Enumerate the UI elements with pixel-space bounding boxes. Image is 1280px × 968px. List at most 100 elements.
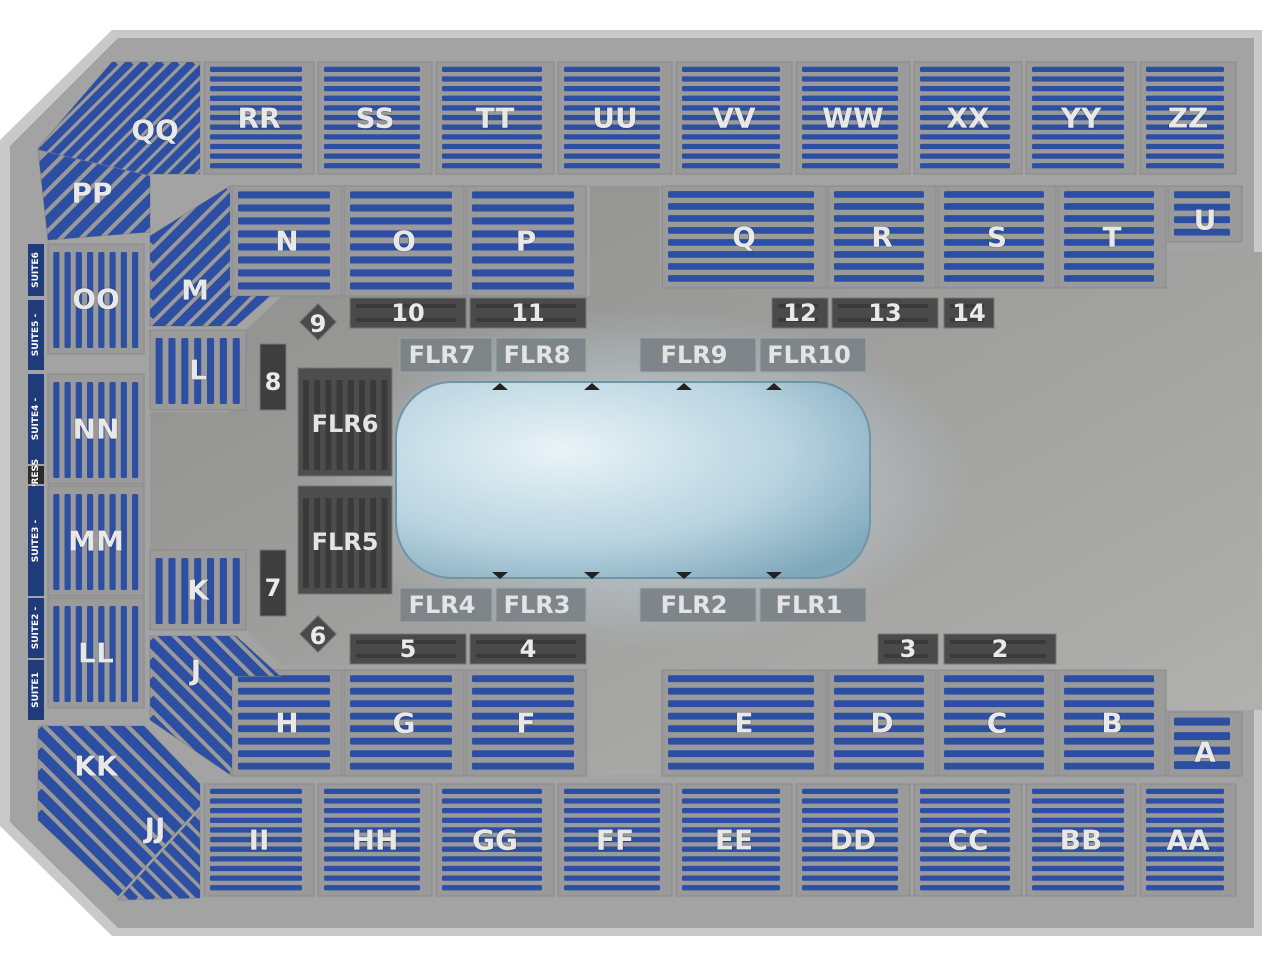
section-s[interactable] [937,185,1057,289]
section-6[interactable] [298,614,338,654]
section-12[interactable] [771,297,829,329]
suite-suite1[interactable] [28,660,44,720]
section-g[interactable] [343,669,465,777]
section-13[interactable] [831,297,939,329]
section-mm[interactable] [47,485,145,597]
suite-suite6[interactable] [28,244,44,296]
section-aa[interactable] [1139,783,1237,897]
section-xx[interactable] [913,61,1023,175]
suite-suite2[interactable] [28,598,44,658]
seat-row [802,798,898,804]
seat-row [472,762,574,770]
suite-press[interactable] [28,466,44,484]
section-flr3[interactable] [495,587,587,623]
seat-row [350,243,452,251]
seat-row [834,687,924,695]
section-nn[interactable] [47,373,145,485]
section-label: 9 [310,310,327,338]
section-4[interactable] [469,633,587,665]
section-hh[interactable] [317,783,433,897]
section-d[interactable] [827,669,937,777]
section-rr[interactable] [203,61,315,175]
section-8[interactable] [259,343,287,411]
rink-lights [492,383,782,579]
section-flr7[interactable] [399,337,493,373]
section-5[interactable] [349,633,467,665]
section-label: 14 [952,299,985,327]
section-o[interactable] [343,185,465,297]
section-a[interactable] [1167,711,1243,777]
seat-row [1174,746,1230,755]
seat-row [1064,687,1154,695]
section-ll[interactable] [47,597,145,709]
section-ff[interactable] [557,783,673,897]
section-2[interactable] [943,633,1057,665]
section-uu[interactable] [557,61,673,175]
seat-row [238,750,330,758]
seat-row [944,712,1044,720]
section-vv[interactable] [675,61,793,175]
section-9[interactable] [298,302,338,342]
seat-row [238,191,330,199]
section-label: E [734,707,753,740]
section-t[interactable] [1057,185,1167,289]
section-ww[interactable] [795,61,911,175]
seat-row [682,798,780,804]
section-gg[interactable] [435,783,555,897]
section-dd[interactable] [795,783,911,897]
section-bb[interactable] [1025,783,1137,897]
seat-row [324,808,420,814]
section-flr2[interactable] [639,587,757,623]
section-f[interactable] [465,669,587,777]
section-q[interactable] [661,185,827,289]
section-flr8[interactable] [495,337,587,373]
section-flr4[interactable] [399,587,493,623]
section-zz[interactable] [1139,61,1237,175]
section-ii[interactable] [203,783,315,897]
section-oo[interactable] [47,243,145,355]
section-flr1[interactable] [759,587,867,623]
seat-row [324,153,420,159]
section-14[interactable] [943,297,995,329]
suite-suite5[interactable] [28,300,44,370]
section-ee[interactable] [675,783,793,897]
section-flr5-base [297,485,393,595]
suite-suite4[interactable] [28,374,44,464]
section-10[interactable] [349,297,467,329]
seat-row [132,382,139,478]
section-k[interactable] [149,549,247,631]
section-flr6[interactable] [297,367,393,477]
section-b[interactable] [1057,669,1167,777]
section-l[interactable] [149,329,247,411]
section-yy[interactable] [1025,61,1137,175]
section-ss[interactable] [317,61,433,175]
section-flr10[interactable] [759,337,867,373]
section-cc[interactable] [913,783,1023,897]
seat-row [1146,827,1224,833]
section-label: NN [73,413,120,446]
section-h[interactable] [231,669,343,777]
section-7[interactable] [259,549,287,617]
section-c[interactable] [937,669,1057,777]
section-label: B [1101,707,1122,740]
seat-row [98,606,105,702]
seat-row [920,827,1010,833]
section-r[interactable] [827,185,937,289]
section-n-base [231,185,343,297]
seat-row [210,827,302,833]
suite-suite3[interactable] [28,486,44,596]
section-label: HH [352,824,399,857]
section-11[interactable] [469,297,587,329]
section-flr5[interactable] [297,485,393,595]
section-u[interactable] [1167,185,1243,243]
seat-row [38,726,200,896]
section-flr9[interactable] [639,337,757,373]
section-e[interactable] [661,669,827,777]
section-3[interactable] [877,633,939,665]
section-label: O [392,225,416,258]
section-p[interactable] [465,185,587,297]
section-tt[interactable] [435,61,555,175]
section-n[interactable] [231,185,343,297]
seat-row [347,380,354,470]
seat-row [442,836,542,843]
